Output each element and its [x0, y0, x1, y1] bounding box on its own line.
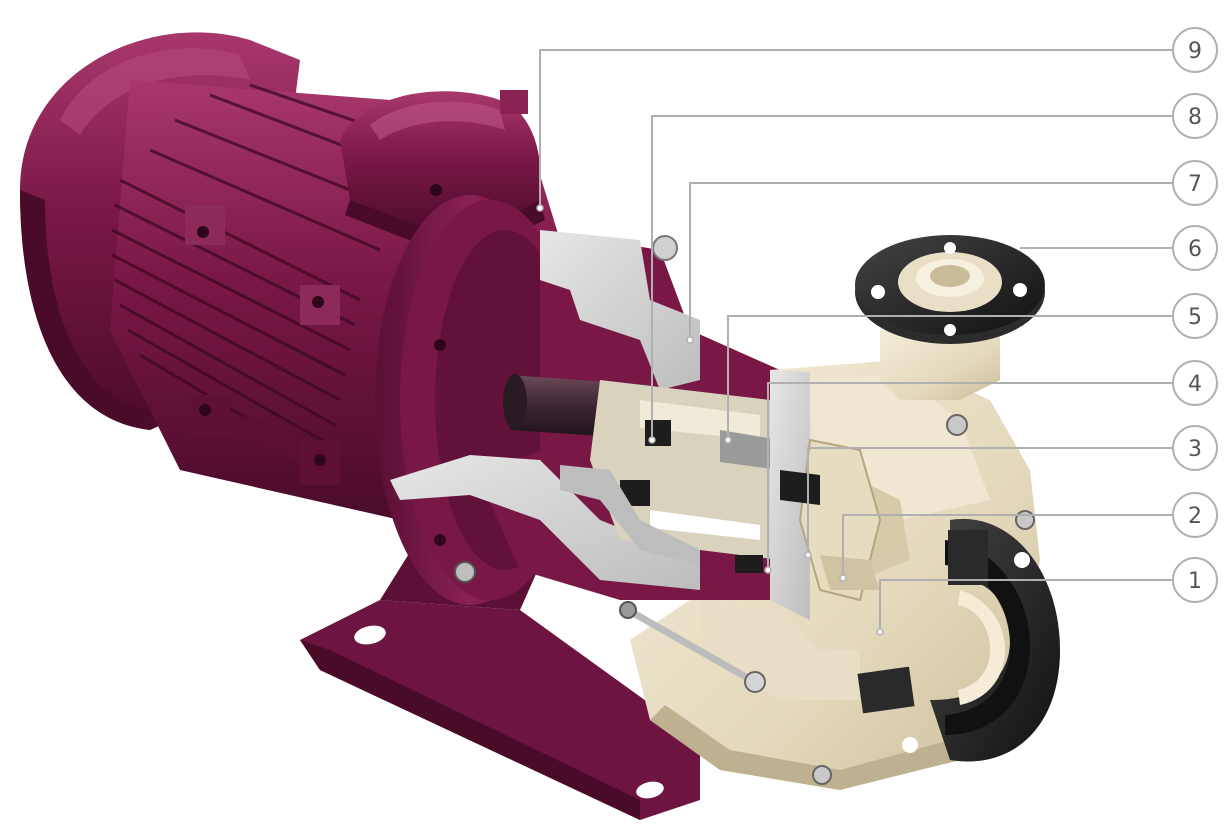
callout-circle [1172, 492, 1218, 538]
impeller [780, 438, 882, 602]
callout-1: 1 [1172, 557, 1218, 603]
magnet-coupling [560, 380, 790, 573]
callout-number: 3 [1188, 437, 1202, 462]
leader-line-4 [767, 382, 1172, 570]
leader-line-3 [807, 447, 1172, 555]
callout-2: 2 [1172, 492, 1218, 538]
callout-circle [1172, 225, 1218, 271]
tie-rod [619, 601, 766, 693]
leader-line-9 [539, 49, 1172, 208]
callout-number: 6 [1188, 237, 1202, 262]
callout-circle [1172, 27, 1218, 73]
callout-circle [1172, 293, 1218, 339]
leader-end-dots [536, 204, 884, 636]
leader-line-5 [727, 315, 1172, 440]
callout-circle [1172, 425, 1218, 471]
callout-8: 8 [1172, 93, 1218, 139]
leader-line-8 [651, 115, 1172, 440]
callout-circle [1172, 360, 1218, 406]
callout-number: 5 [1188, 305, 1202, 330]
leader-lines [539, 49, 1172, 632]
callout-number: 8 [1188, 105, 1202, 130]
callout-number: 9 [1188, 39, 1202, 64]
callout-3: 3 [1172, 425, 1218, 471]
callout-5: 5 [1172, 293, 1218, 339]
callout-number: 7 [1188, 172, 1202, 197]
callout-circle [1172, 160, 1218, 206]
callout-number: 2 [1188, 504, 1202, 529]
callout-7: 7 [1172, 160, 1218, 206]
leader-line-1 [879, 579, 1172, 632]
leader-line-2 [842, 514, 1172, 578]
callout-6: 6 [1172, 225, 1218, 271]
callout-9: 9 [1172, 27, 1218, 73]
leader-line-7 [689, 182, 1172, 340]
callout-circle [1172, 93, 1218, 139]
callout-4: 4 [1172, 360, 1218, 406]
discharge-flange [855, 235, 1045, 400]
callout-number: 1 [1188, 569, 1202, 594]
callout-number: 4 [1188, 372, 1202, 397]
callout-circle [1172, 557, 1218, 603]
